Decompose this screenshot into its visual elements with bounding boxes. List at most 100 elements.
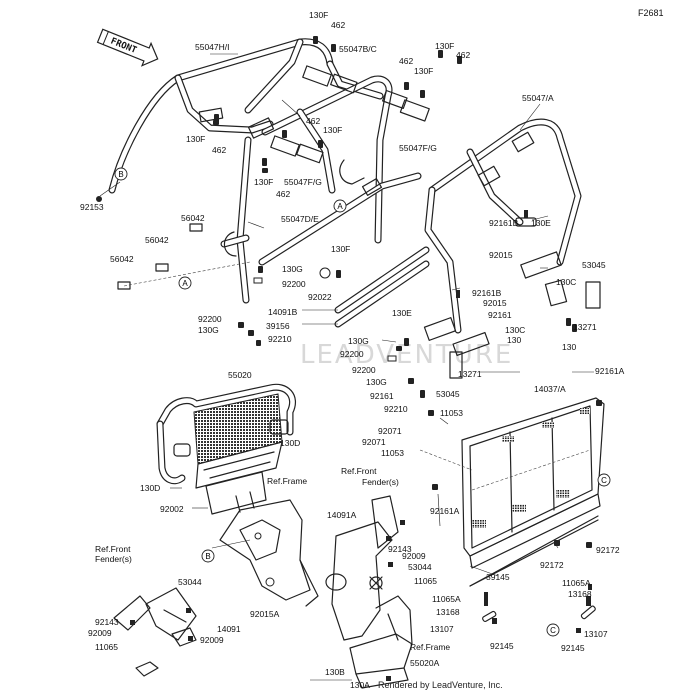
part-label: 11065 bbox=[95, 642, 118, 652]
left-lower-hardware bbox=[223, 231, 397, 362]
cargo-screen bbox=[419, 397, 605, 587]
bolts-and-nuts bbox=[96, 36, 462, 278]
grab-tube-39145 bbox=[469, 519, 599, 587]
part-label: 92145 bbox=[490, 641, 514, 651]
part-label: 14037/A bbox=[534, 384, 566, 394]
svg-text:C: C bbox=[550, 626, 556, 635]
leader-lines bbox=[99, 53, 594, 681]
part-label: 130F bbox=[309, 10, 328, 20]
part-label: 13271 bbox=[573, 322, 597, 332]
frame-bracket bbox=[211, 499, 319, 607]
part-label: 13107 bbox=[430, 624, 454, 634]
rear-roll-bar bbox=[424, 118, 582, 334]
part-label: 11065 bbox=[414, 576, 437, 586]
cross-brace-bar bbox=[258, 172, 422, 266]
part-label: 11065A bbox=[432, 594, 461, 604]
part-label: 92009 bbox=[402, 551, 426, 561]
part-label: 130D bbox=[140, 483, 160, 493]
part-label: 56042 bbox=[110, 254, 134, 264]
part-label: 92172 bbox=[596, 545, 620, 555]
part-label: 53044 bbox=[178, 577, 202, 587]
part-label: Fender(s) bbox=[362, 477, 399, 487]
part-label: 13271 bbox=[458, 369, 482, 379]
part-label: 462 bbox=[399, 56, 413, 66]
svg-text:A: A bbox=[337, 202, 343, 211]
part-label: 462 bbox=[456, 50, 470, 60]
callout-c-upper: C bbox=[597, 473, 611, 487]
part-label: 13168 bbox=[568, 589, 592, 599]
part-label: Ref.Front bbox=[95, 544, 131, 554]
part-label: Ref.Front bbox=[341, 466, 377, 476]
part-label: 130B bbox=[325, 667, 345, 677]
part-label: Ref.Frame bbox=[267, 476, 307, 486]
part-label: 92161 bbox=[488, 310, 512, 320]
part-label: 92022 bbox=[308, 292, 332, 302]
part-label: 53045 bbox=[436, 389, 460, 399]
part-label: 92161A bbox=[595, 366, 625, 376]
part-label: 92071 bbox=[362, 437, 386, 447]
sticker-labels bbox=[117, 223, 251, 290]
front-roll-bar bbox=[108, 38, 384, 194]
part-label: 130F bbox=[414, 66, 433, 76]
part-label: 130F bbox=[323, 125, 342, 135]
part-label: 130 bbox=[562, 342, 576, 352]
pin-hardware bbox=[482, 584, 596, 633]
part-label: 130G bbox=[348, 336, 369, 346]
right-fender-parts bbox=[325, 495, 405, 641]
callout-b-upper: B bbox=[114, 167, 128, 181]
part-label: 55047D/E bbox=[281, 214, 319, 224]
part-label: 92172 bbox=[540, 560, 564, 570]
part-label: 92153 bbox=[80, 202, 104, 212]
part-labels: 130F 462 55047H/I 55047B/C 130F 462 462 … bbox=[80, 10, 625, 690]
part-label: 92200 bbox=[352, 365, 376, 375]
part-label: 462 bbox=[276, 189, 290, 199]
part-label: 92015 bbox=[489, 250, 513, 260]
part-label: 130C bbox=[505, 325, 525, 335]
part-label: 130A bbox=[350, 680, 370, 690]
part-label: 39145 bbox=[486, 572, 510, 582]
part-label: 462 bbox=[306, 116, 320, 126]
part-label: 92161A bbox=[430, 506, 460, 516]
part-label: 130 bbox=[507, 335, 521, 345]
part-label: 11053 bbox=[440, 408, 463, 418]
part-label: 462 bbox=[212, 145, 226, 155]
part-label: 92015A bbox=[250, 609, 280, 619]
part-label: 53044 bbox=[408, 562, 432, 572]
part-label: Fender(s) bbox=[95, 554, 132, 564]
part-label: 130E bbox=[392, 308, 412, 318]
rear-mount-brackets bbox=[396, 210, 601, 416]
part-label: 92161 bbox=[370, 391, 394, 401]
part-label: 92200 bbox=[198, 314, 222, 324]
part-label: 55047H/I bbox=[195, 42, 230, 52]
part-label: 92161B bbox=[472, 288, 502, 298]
part-label: 55020A bbox=[410, 658, 440, 668]
part-label: 55047F/G bbox=[399, 143, 437, 153]
part-label: 92015 bbox=[483, 298, 507, 308]
part-label: Ref.Frame bbox=[410, 642, 450, 652]
part-label: 56042 bbox=[145, 235, 169, 245]
part-label: 130E bbox=[531, 218, 551, 228]
svg-text:C: C bbox=[601, 476, 607, 485]
part-label: 92002 bbox=[160, 504, 184, 514]
credit-text: Rendered by LeadVenture, Inc. bbox=[378, 680, 503, 690]
part-label: 462 bbox=[331, 20, 345, 30]
part-label: 39156 bbox=[266, 321, 290, 331]
part-label: 92210 bbox=[268, 334, 292, 344]
part-label: 130D bbox=[280, 438, 300, 448]
part-label: 130F bbox=[435, 41, 454, 51]
left-fender-parts bbox=[113, 587, 197, 677]
sheet-id: F2681 bbox=[638, 8, 664, 18]
cage-clamps bbox=[198, 65, 535, 187]
part-label: 92009 bbox=[200, 635, 224, 645]
part-label: 14091 bbox=[217, 624, 241, 634]
callout-a-upper: A bbox=[333, 199, 347, 213]
part-label: 92071 bbox=[378, 426, 402, 436]
callout-a-lower: A bbox=[178, 276, 192, 290]
side-roll-bar bbox=[220, 75, 393, 304]
part-label: 130F bbox=[331, 244, 350, 254]
part-label: 55047B/C bbox=[339, 44, 377, 54]
front-direction-arrow: FRONT bbox=[96, 28, 159, 67]
part-label: 92200 bbox=[340, 349, 364, 359]
part-label: 14091B bbox=[268, 307, 298, 317]
